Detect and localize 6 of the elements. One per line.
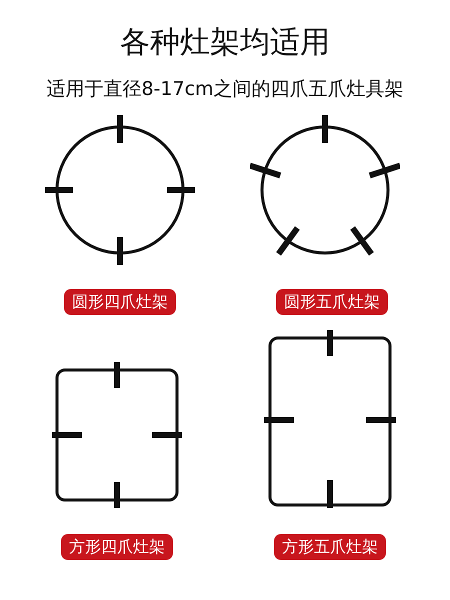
- subtitle-text: 适用于直径8-17cm之间的四爪五爪灶具架: [45, 77, 405, 102]
- caption-tag: 圆形四爪灶架: [64, 289, 176, 315]
- caption-tag: 圆形五爪灶架: [276, 289, 388, 315]
- caption-tag: 方形四爪灶架: [61, 534, 173, 560]
- caption-tag: 方形五爪灶架: [274, 534, 386, 560]
- page-title: 各种灶架均适用: [119, 24, 331, 62]
